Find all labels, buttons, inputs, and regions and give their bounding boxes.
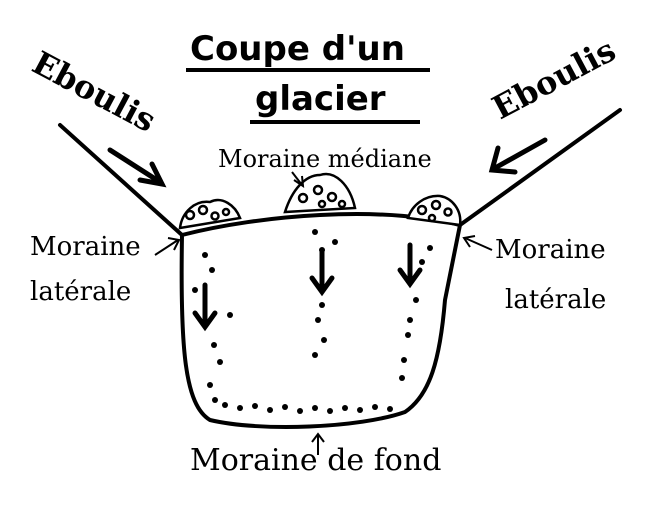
title-line2: glacier [255, 79, 386, 119]
moraine-fond-label: Moraine de fond [190, 443, 441, 478]
title-line1: Coupe d'un [190, 29, 405, 69]
moraine-laterale-right-label-1: Moraine [495, 235, 606, 265]
moraine-mediane-pile [285, 174, 355, 212]
moraine-laterale-right-pile [408, 196, 460, 225]
moraine-laterale-right-label-2: latérale [505, 285, 606, 315]
moraine-mediane-label: Moraine médiane [218, 145, 432, 173]
moraine-laterale-left-arrow [155, 238, 179, 255]
eboulis-left-label: Eboulis [26, 44, 162, 140]
moraine-laterale-left-label-1: Moraine [30, 232, 141, 262]
eboulis-right-label: Eboulis [486, 31, 622, 127]
moraine-mediane-arrow [292, 172, 303, 186]
moraine-laterale-right-arrow [464, 236, 492, 250]
moraine-laterale-left-label-2: latérale [30, 277, 131, 307]
moraine-debris-dots [192, 229, 433, 414]
